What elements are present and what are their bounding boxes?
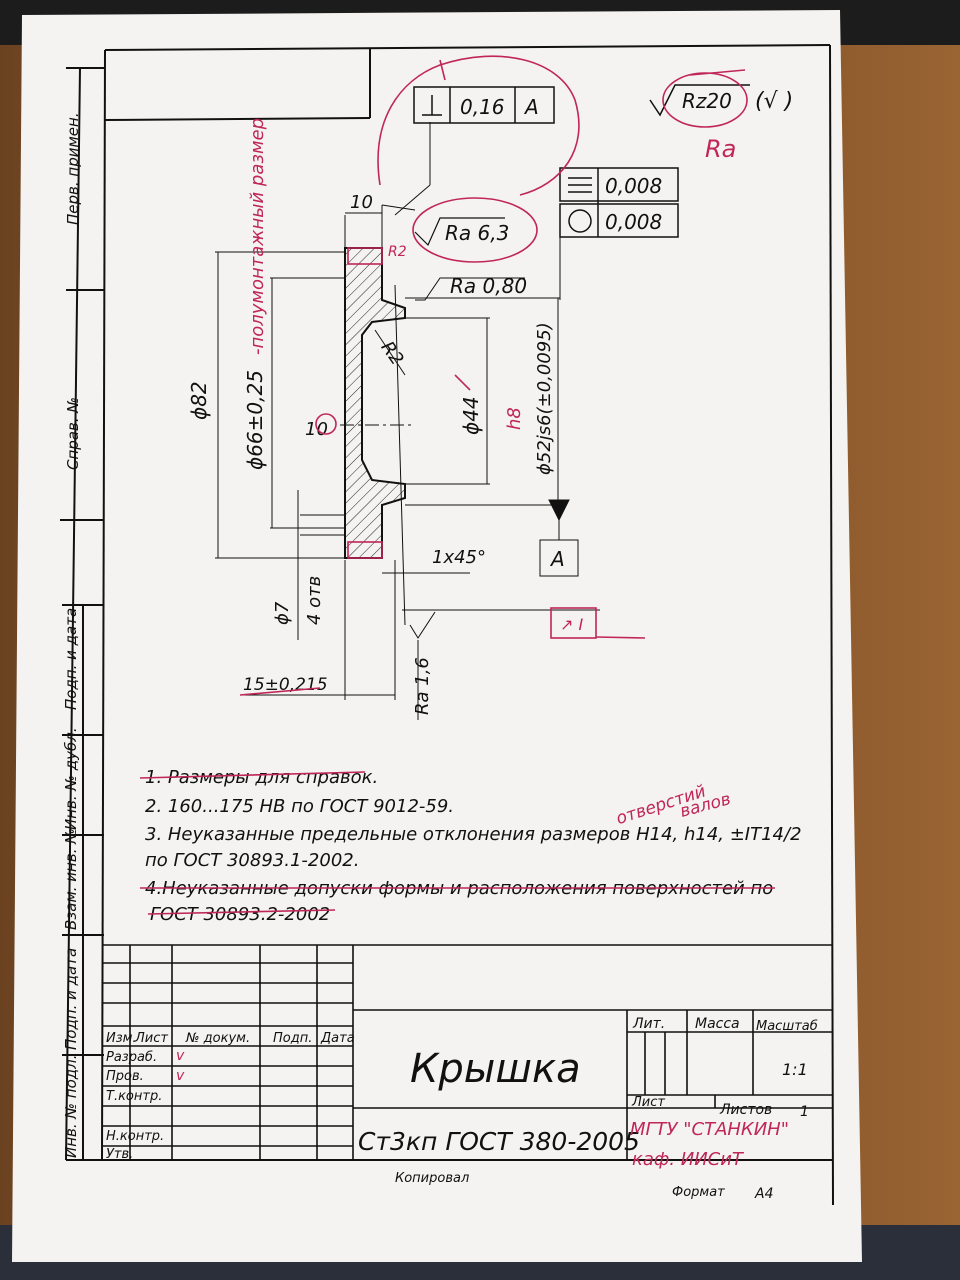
row-utv: Утв. [106,1147,133,1162]
perp-tolerance-value: 0,16 [460,95,505,119]
technical-notes: 1. Размеры для справок. 2. 160...175 НВ … [139,767,802,925]
tolerance-leader [394,122,431,216]
kopiroval-label: Копировал [395,1171,469,1186]
diam-66-handwritten-note: -полумонтажный размер [247,118,268,355]
general-roughness: Rz20 (√ ) Ra [649,69,793,163]
dim-diam-66: ϕ66±0,25 [243,370,267,470]
drawing-labels: 10 Ra 6,3 Ra 0,80 R2 ϕ82 ϕ66±0,25 -полум… [187,118,565,715]
check-prov: v [176,1068,185,1084]
hdr-massa: Масса [695,1016,740,1032]
org-line-2: каф. ИИСиТ [632,1149,745,1170]
hdr-list: Лист [134,1031,168,1046]
dim-diam-44: ϕ44 [459,396,483,435]
dim-width-15: 15±0,215 [243,675,328,695]
dim-diam-52: ϕ52js6(±0,0095) [534,322,555,475]
sheet-frame [60,44,834,1206]
perp-datum: A [523,95,539,119]
format-label: Формат [672,1185,725,1200]
side-label-sprav-no: Справ. № [64,397,82,470]
row-tkontr: Т.контр. [106,1089,162,1104]
red-box-text: ↗ I [560,615,583,634]
check-razrab: v [176,1048,185,1064]
scale-value: 1:1 [782,1060,808,1079]
holes-diam-7: ϕ7 [272,601,293,625]
paper-sheet [12,10,862,1262]
side-label-inv-dubl: Инв. № дубл. [62,727,80,830]
side-label-podp-data-2: Подп. и дата [62,948,80,1050]
note-1: 1. Размеры для справок. [145,767,378,788]
part-section [340,247,415,626]
part-profile [344,247,406,559]
roughness-bracket: (√ ) [755,89,793,114]
hdr-izm: Изм. [106,1031,137,1046]
hdr-masshtab: Масштаб [756,1019,818,1034]
side-label-perv-primen: Перв. примен. [64,112,82,225]
form-tolerance-frames: 0,008 0,008 [559,167,679,300]
chamfer-1x45: 1x45° [432,547,486,568]
material-spec: Ст3кп ГОСТ 380-2005 [358,1127,640,1156]
title-block-text: Изм. Лист № докум. Подп. Дата Разраб. Пр… [106,1016,818,1202]
hdr-list-sheet: Лист [631,1095,665,1110]
hdr-doc-no: № докум. [185,1031,250,1046]
side-label-inv-podl: Инв. № подл. [62,1055,80,1158]
roundness-value: 0,008 [605,210,662,234]
perpendicularity-tolerance-frame: 0,16 A [413,86,555,124]
row-razrab: Разраб. [106,1050,157,1065]
format-value: А4 [754,1186,773,1202]
row-prov: Пров. [106,1069,144,1084]
roughness-ra-note: Ra [705,135,736,163]
roughness-rz20: Rz20 [682,89,732,113]
note-3b: по ГОСТ 30893.1-2002. [145,850,359,871]
diam-52-handwritten-h8: h8 [504,407,525,430]
roughness-ra-0-80: Ra 0,80 [450,274,527,298]
note-4b: ГОСТ 30893.2-2002 [150,904,330,925]
flatness-value: 0,008 [605,174,662,198]
datum-a: A [549,547,565,571]
org-line-1: МГТУ "СТАНКИН" [630,1119,789,1140]
title-block-grid [102,944,833,1160]
listov-value: 1 [800,1104,809,1120]
roughness-ra-1-6: Ra 1,6 [412,657,433,715]
side-labels: Перв. примен. Справ. № Подп. и дата Инв.… [62,112,82,1158]
hdr-data: Дата [320,1031,355,1046]
dim-10-top: 10 [350,192,373,213]
note-2: 2. 160...175 НВ по ГОСТ 9012-59. [145,796,454,817]
red-markups: R2 ↗ I [239,55,646,696]
side-label-podp-data-1: Подп. и дата [62,608,80,710]
side-label-vzam-inv: Взам. инв. № [62,828,80,930]
roundness-icon [568,209,592,233]
dim-10-side: 10 [305,419,328,440]
dim-diam-82: ϕ82 [187,381,211,420]
dimension-lines [215,204,600,720]
hdr-podp: Подп. [273,1031,312,1046]
roughness-ra-6-3: Ra 6,3 [445,221,509,245]
radius-r2-small: R2 [388,244,407,260]
row-nkontr: Н.контр. [106,1129,164,1144]
hdr-listov: Листов [719,1102,772,1118]
drawing-title: Крышка [410,1046,581,1092]
note-3a: 3. Неуказанные предельные отклонения раз… [145,824,802,845]
flatness-icon [568,177,592,193]
hdr-lit: Лит. [632,1016,665,1032]
holes-count: 4 отв [304,576,325,625]
